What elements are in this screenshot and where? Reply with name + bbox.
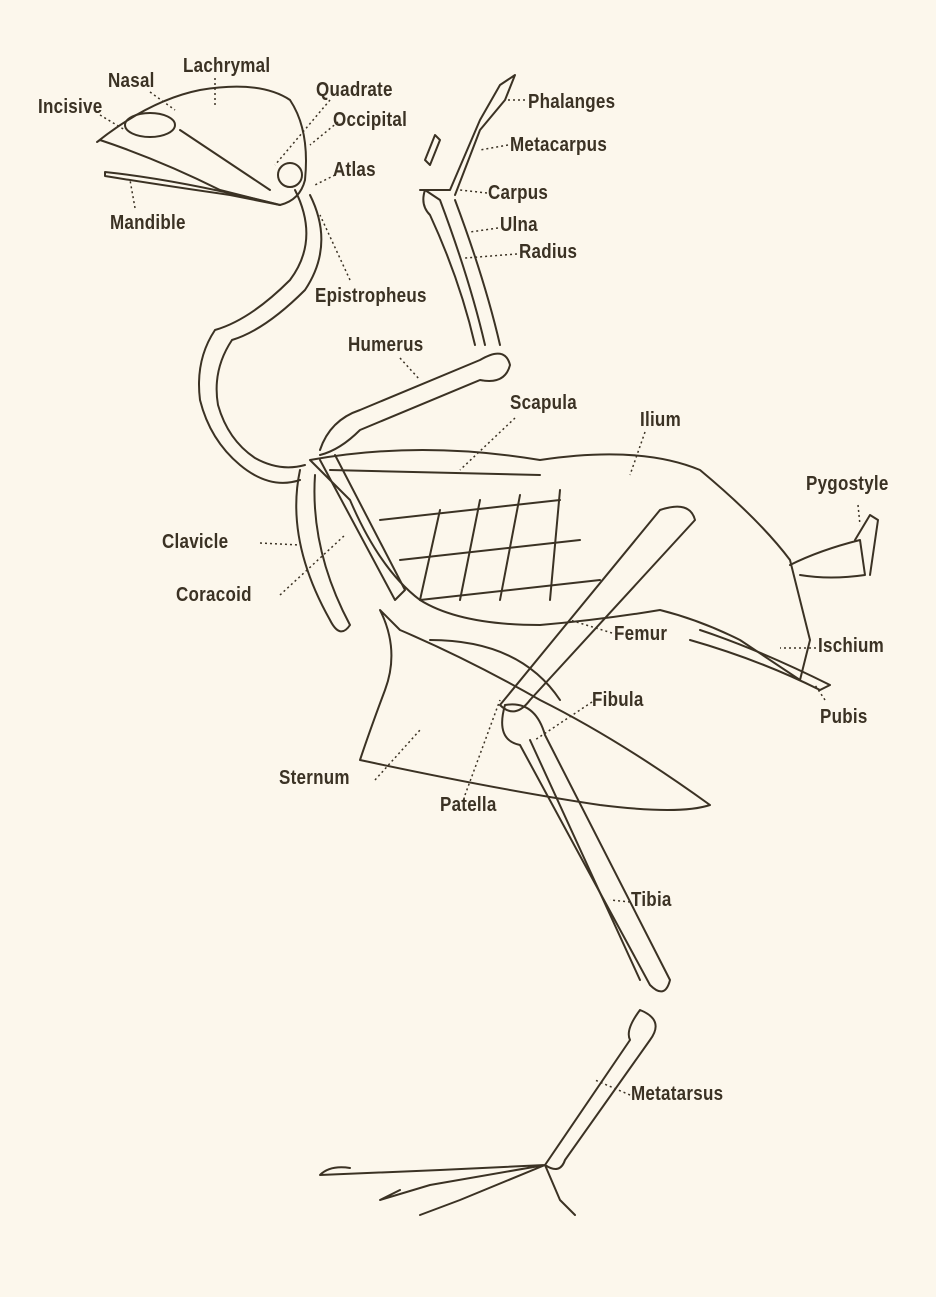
label-scapula: Scapula	[510, 392, 577, 414]
sternum	[359, 609, 711, 811]
label-clavicle: Clavicle	[162, 531, 229, 553]
label-coracoid: Coracoid	[176, 584, 252, 606]
label-ischium: Ischium	[818, 635, 885, 657]
label-tibia: Tibia	[631, 889, 672, 911]
label-patella: Patella	[440, 794, 497, 816]
body-torso	[309, 449, 879, 691]
label-lachrymal: Lachrymal	[183, 55, 271, 77]
label-radius: Radius	[519, 241, 578, 263]
label-incisive: Incisive	[38, 96, 103, 118]
neck-vertebrae	[198, 189, 323, 484]
label-quadrate: Quadrate	[316, 79, 393, 101]
label-humerus: Humerus	[348, 334, 424, 356]
label-fibula: Fibula	[592, 689, 644, 711]
leg	[319, 505, 696, 1216]
label-mandible: Mandible	[110, 212, 186, 234]
label-occipital: Occipital	[333, 109, 408, 131]
label-metacarpus: Metacarpus	[510, 134, 608, 156]
label-sternum: Sternum	[279, 767, 350, 789]
label-carpus: Carpus	[488, 182, 549, 204]
wing	[319, 74, 516, 456]
label-ulna: Ulna	[500, 214, 538, 236]
clavicle-coracoid	[295, 454, 406, 633]
label-ilium: Ilium	[640, 409, 681, 431]
label-pygostyle: Pygostyle	[806, 473, 889, 495]
label-metatarsus: Metatarsus	[631, 1083, 724, 1105]
label-pubis: Pubis	[820, 706, 868, 728]
skull	[96, 85, 307, 206]
label-phalanges: Phalanges	[528, 91, 616, 113]
label-epistropheus: Epistropheus	[315, 285, 427, 307]
label-nasal: Nasal	[108, 70, 155, 92]
label-femur: Femur	[614, 623, 668, 645]
label-atlas: Atlas	[333, 159, 376, 181]
